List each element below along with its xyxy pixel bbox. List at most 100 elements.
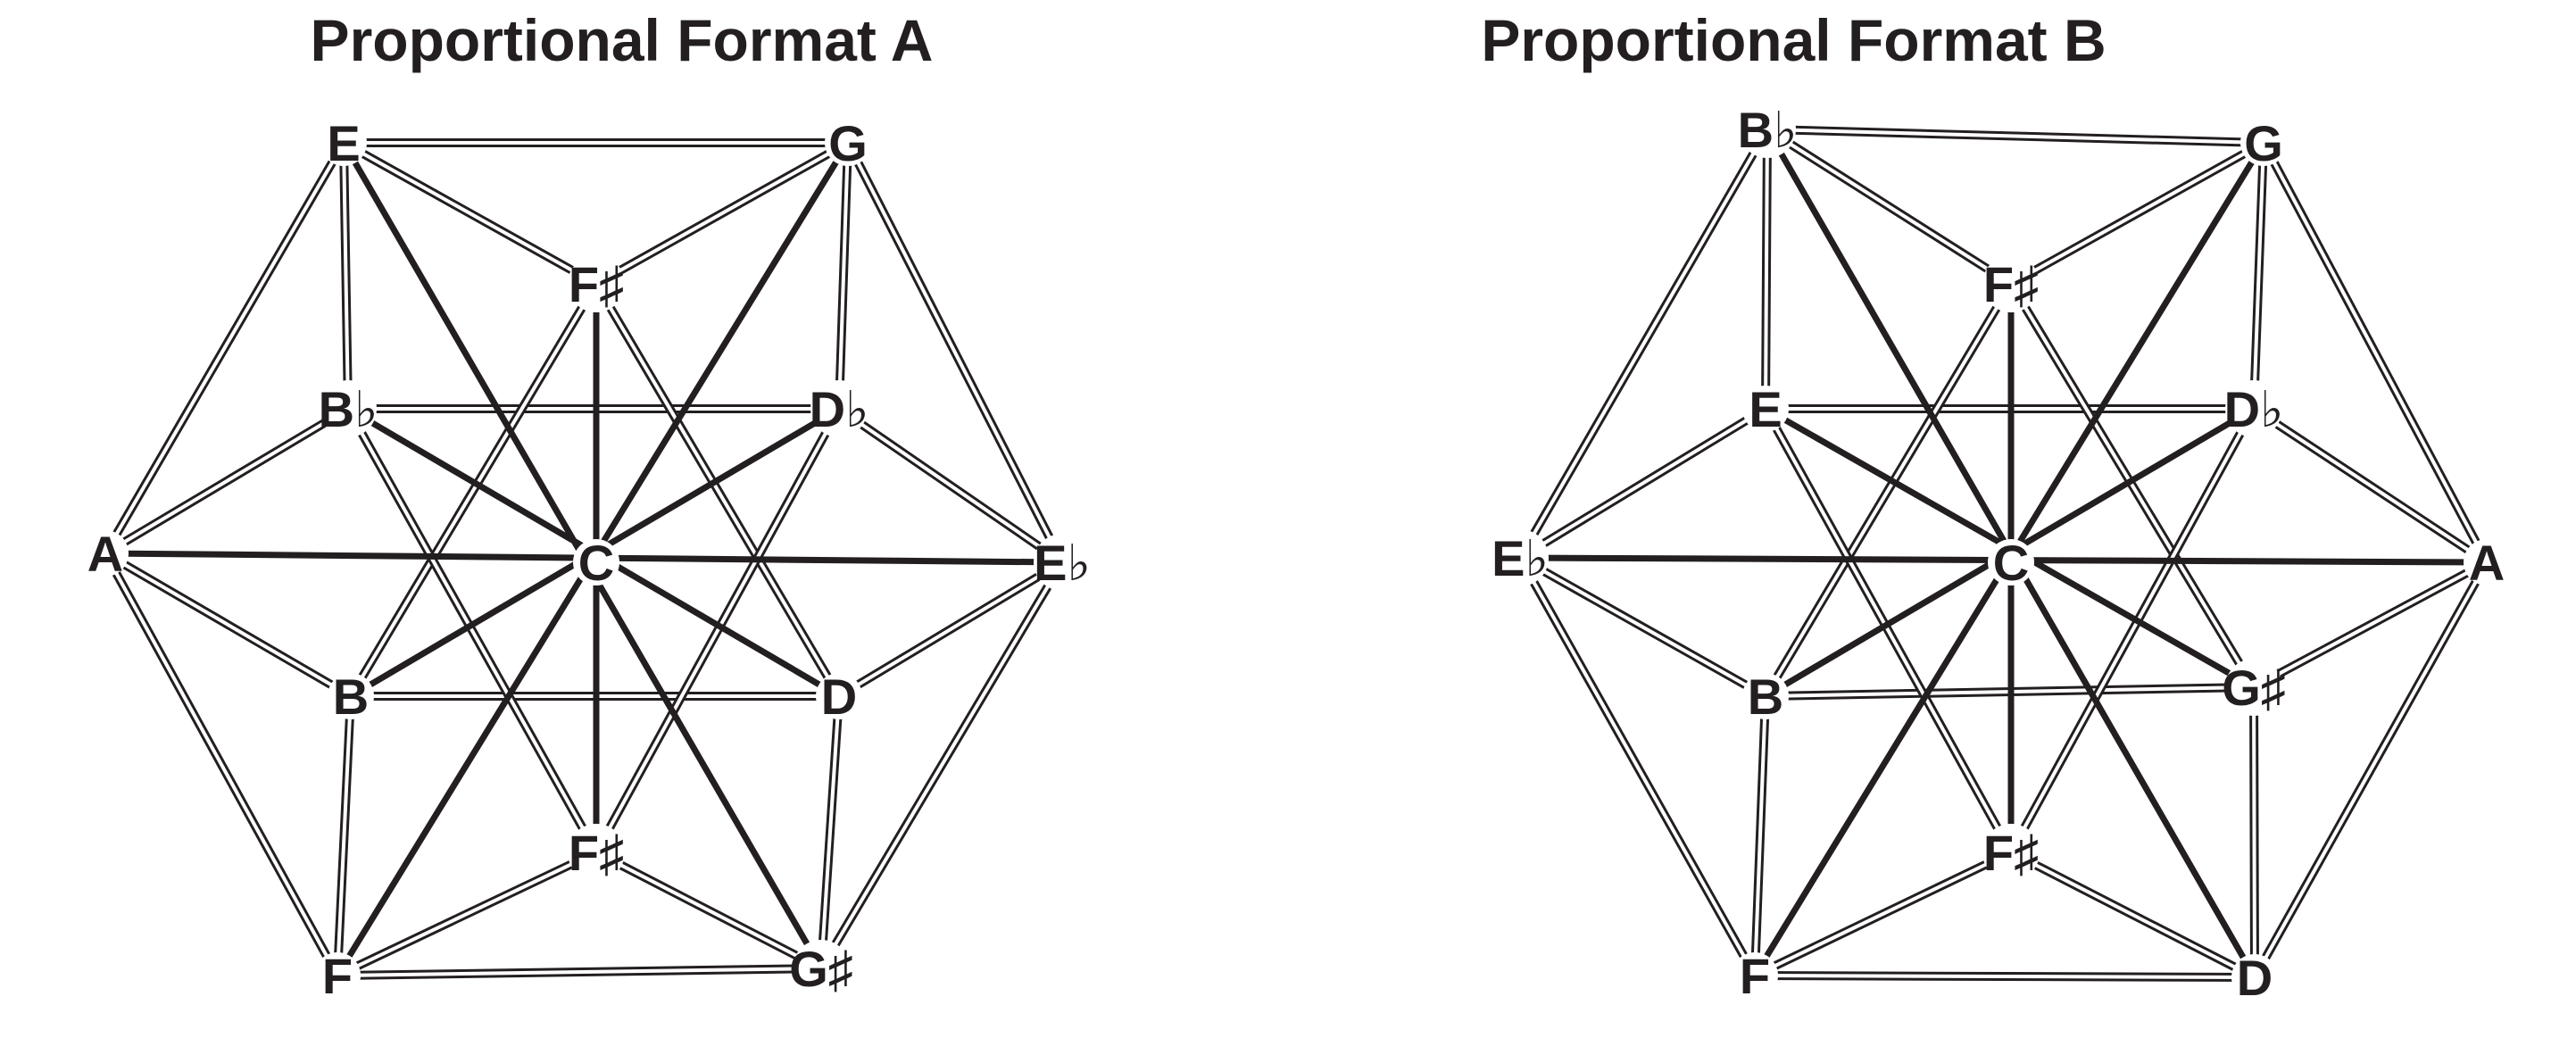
double-edge xyxy=(2251,404,2489,567)
node-upper-center: F♯ xyxy=(1983,256,2039,312)
node-halo xyxy=(1988,539,2034,585)
node-labels: B♭ G F♯ E D♭ E♭ C A B G♯ F♯ F D xyxy=(1492,101,2510,1006)
node-halo xyxy=(1742,673,1789,719)
diagram-title-b: Proportional Format B xyxy=(1481,7,2107,73)
node-center: C xyxy=(1993,535,2029,591)
double-edge xyxy=(2008,848,2257,982)
double-edge xyxy=(1752,848,2014,980)
double-edge xyxy=(1516,127,1772,561)
double-edge xyxy=(592,406,843,855)
double-edge xyxy=(594,848,824,973)
double-edge xyxy=(843,140,1067,565)
node-halo xyxy=(82,530,129,577)
node-bottom-right: G♯ xyxy=(789,941,853,997)
double-edge xyxy=(103,404,351,558)
node-halo xyxy=(2231,954,2278,1001)
node-center: C xyxy=(578,535,614,591)
node-top-right: G xyxy=(828,115,868,171)
node-lower-center: F♯ xyxy=(1983,825,2039,881)
node-halo xyxy=(314,952,361,999)
double-edge xyxy=(2007,281,2258,690)
graph-format-b: B♭ G F♯ E D♭ E♭ C A B G♯ F♯ F D xyxy=(1492,101,2510,1006)
node-halo xyxy=(1982,255,2040,312)
node-halo xyxy=(328,673,374,719)
node-halo xyxy=(1492,529,1549,586)
node-halo xyxy=(793,940,850,997)
node-halo xyxy=(810,380,868,437)
double-edge xyxy=(817,560,1067,971)
node-halo xyxy=(816,673,862,719)
node-halo xyxy=(2225,380,2282,437)
node-inner-upper-right: D♭ xyxy=(2224,381,2284,437)
node-halo xyxy=(1739,101,1796,158)
node-bottom-right: D xyxy=(2237,950,2273,1006)
double-edge xyxy=(1754,971,2256,982)
node-halo xyxy=(568,255,625,312)
double-edge xyxy=(817,695,843,969)
double-edge xyxy=(2251,558,2489,692)
double-edge xyxy=(1761,129,1772,410)
node-halo xyxy=(1982,824,2040,881)
node-inner-lower-left: B xyxy=(1748,669,1783,725)
node-inner-lower-right: G♯ xyxy=(2222,660,2286,716)
node-top-right: G xyxy=(2244,115,2283,171)
diagram-title-a: Proportional Format A xyxy=(310,7,934,73)
double-edge xyxy=(339,142,353,410)
edges xyxy=(101,138,1067,980)
node-halo xyxy=(2225,659,2282,716)
node-halo xyxy=(573,539,619,585)
node-right: A xyxy=(2469,535,2505,591)
double-edge xyxy=(333,695,355,976)
double-edge xyxy=(2008,138,2266,288)
double-edge xyxy=(836,404,1065,567)
node-lower-center: F♯ xyxy=(569,825,624,881)
double-edge xyxy=(101,140,348,556)
edges xyxy=(1516,125,2491,982)
double-edge xyxy=(2007,406,2258,855)
node-left: A xyxy=(87,526,123,582)
node-bottom-left: F xyxy=(1740,948,1770,1004)
node-halo xyxy=(825,120,871,166)
double-edge xyxy=(335,848,599,980)
double-edge xyxy=(1761,406,2015,855)
double-edge xyxy=(836,558,1065,701)
double-edge xyxy=(1766,125,2264,147)
node-top-left: E xyxy=(327,115,360,171)
node-upper-center: F♯ xyxy=(569,256,624,312)
double-edge xyxy=(346,281,601,699)
double-edge xyxy=(344,406,601,855)
node-halo xyxy=(2240,120,2287,166)
node-left: E♭ xyxy=(1492,530,1549,586)
double-edge xyxy=(103,549,353,701)
double-edge xyxy=(2249,142,2268,410)
node-halo xyxy=(320,120,367,166)
node-halo xyxy=(2464,539,2510,585)
double-edge xyxy=(1761,281,2015,699)
double-edge xyxy=(1765,125,2014,288)
node-inner-lower-left: B xyxy=(333,669,369,725)
node-halo xyxy=(1732,952,1778,999)
node-halo xyxy=(320,380,377,437)
double-edge xyxy=(2250,560,2491,980)
node-top-left: B♭ xyxy=(1738,102,1798,158)
node-inner-upper-left: B♭ xyxy=(319,381,378,437)
double-edge xyxy=(835,142,852,410)
node-halo xyxy=(568,824,625,881)
double-edge xyxy=(2249,686,2259,978)
node-inner-upper-left: E xyxy=(1749,381,1782,437)
double-edge xyxy=(592,281,843,699)
node-bottom-left: F xyxy=(322,948,353,1004)
double-edge xyxy=(594,138,851,288)
double-edge xyxy=(1750,695,1770,976)
double-edge xyxy=(1516,555,1759,978)
double-edge xyxy=(1517,553,1768,701)
node-inner-upper-right: D♭ xyxy=(810,381,869,437)
node-inner-lower-right: D xyxy=(821,669,857,725)
double-edge xyxy=(337,964,822,980)
node-halo xyxy=(1034,534,1091,591)
double-edge xyxy=(2259,140,2491,565)
double-edge xyxy=(101,551,342,978)
